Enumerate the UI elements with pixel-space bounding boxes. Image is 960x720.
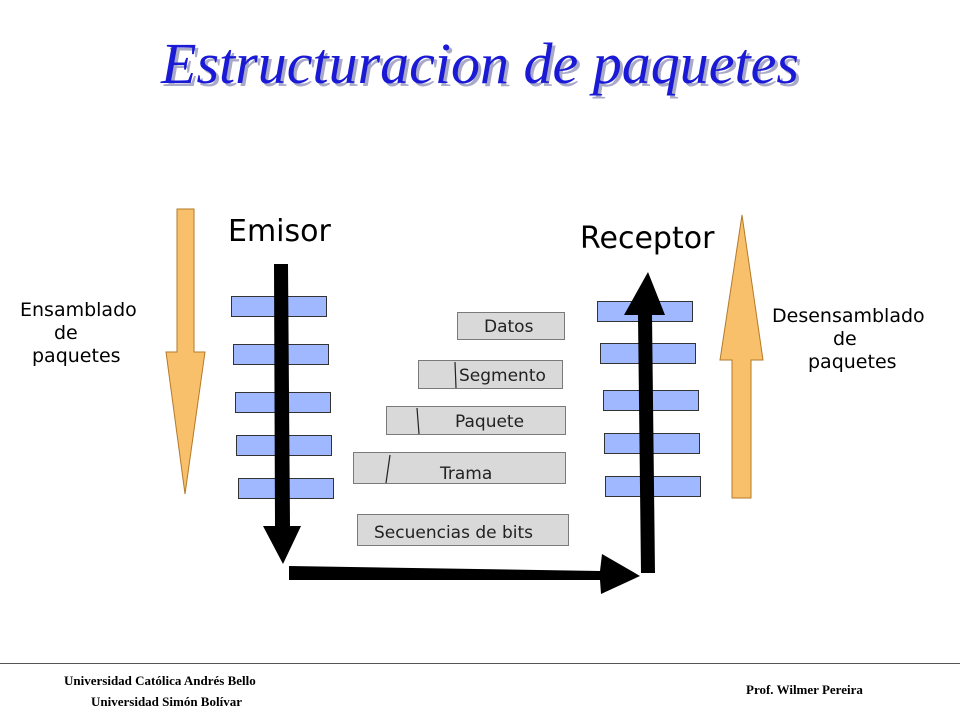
right-side-line1: Desensamblado bbox=[772, 305, 925, 327]
layer-bits-box: Secuencias de bits bbox=[357, 514, 569, 546]
receiver-label: Receptor bbox=[580, 221, 715, 256]
transmission-arrow-icon bbox=[289, 554, 640, 594]
sender-label: Emisor bbox=[228, 214, 331, 249]
layer-packet-box: Paquete bbox=[386, 406, 566, 435]
layer-bits-label: Secuencias de bits bbox=[374, 523, 534, 543]
sender-down-arrow-icon bbox=[263, 264, 301, 564]
left-side-line1: Ensamblado bbox=[20, 299, 137, 321]
layer-segment-box: Segmento bbox=[418, 360, 563, 389]
left-side-line3: paquetes bbox=[32, 345, 121, 367]
layer-packet-label: Paquete bbox=[455, 412, 525, 432]
left-side-line2: de bbox=[54, 322, 78, 344]
footer-divider bbox=[0, 663, 960, 664]
receiver-up-arrow-icon bbox=[624, 272, 665, 573]
assembly-arrow-down bbox=[165, 208, 206, 495]
footer-professor: Prof. Wilmer Pereira bbox=[746, 682, 863, 697]
page-title: Estructuracion de paquetes bbox=[161, 31, 799, 96]
layer-frame-box: Trama bbox=[353, 452, 566, 484]
footer-university2: Universidad Simón Bolívar bbox=[91, 694, 242, 709]
layer-frame-label: Trama bbox=[440, 464, 493, 484]
footer-university1: Universidad Católica Andrés Bello bbox=[64, 673, 256, 688]
layer-data-label: Datos bbox=[484, 317, 534, 337]
layer-data-box: Datos bbox=[457, 312, 565, 340]
right-side-line2: de bbox=[833, 328, 857, 350]
layer-segment-label: Segmento bbox=[459, 366, 546, 386]
right-side-line3: paquetes bbox=[808, 351, 897, 373]
disassembly-arrow-up bbox=[719, 214, 764, 499]
